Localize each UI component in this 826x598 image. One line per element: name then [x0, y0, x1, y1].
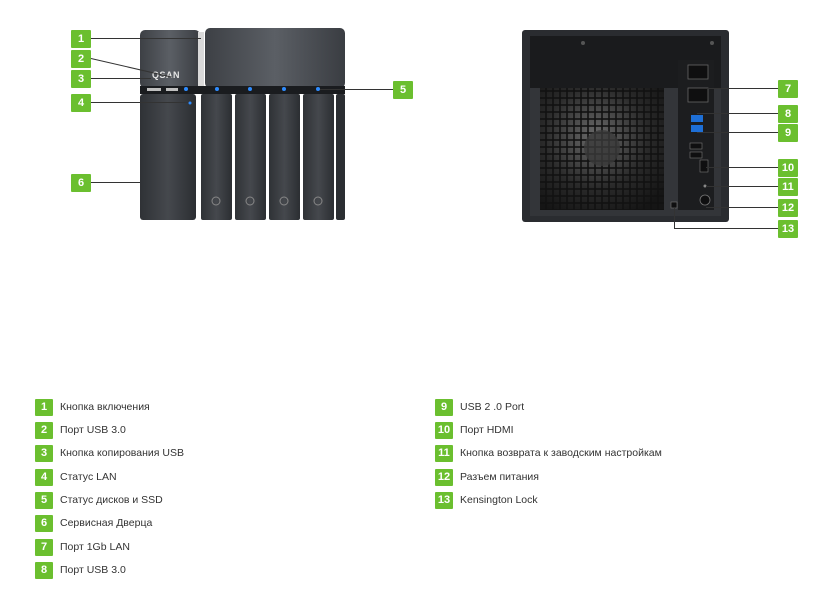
leader-line	[320, 89, 393, 90]
legend-badge: 2	[35, 421, 53, 439]
legend-badge: 4	[35, 468, 53, 486]
legend-item: 12 Разъем питания	[435, 468, 539, 486]
leader-line	[706, 186, 778, 187]
callout-3: 3	[71, 70, 91, 88]
callout-11: 11	[778, 178, 798, 196]
leader-line	[674, 228, 778, 229]
legend-item: 6 Сервисная Дверца	[35, 514, 152, 532]
legend-item: 8 Порт USB 3.0	[35, 561, 126, 579]
callout-13: 13	[778, 220, 798, 238]
legend-item: 9 USB 2 .0 Port	[435, 398, 524, 416]
callout-7: 7	[778, 80, 798, 98]
legend-label: Порт USB 3.0	[60, 424, 126, 436]
legend-label: USB 2 .0 Port	[460, 401, 525, 413]
leader-line	[697, 113, 778, 114]
legend-item: 2 Порт USB 3.0	[35, 421, 126, 439]
legend-badge: 8	[35, 561, 53, 579]
legend-label: Кнопка включения	[60, 401, 150, 413]
leader-line	[91, 182, 140, 183]
legend-item: 1 Кнопка включения	[35, 398, 150, 416]
legend-badge: 5	[35, 491, 53, 509]
callout-1: 1	[71, 30, 91, 48]
legend-label: Порт USB 3.0	[60, 564, 126, 576]
legend-badge: 7	[35, 538, 53, 556]
legend-label: Статус дисков и SSD	[60, 494, 163, 506]
callout-12: 12	[778, 199, 798, 217]
legend-item: 7 Порт 1Gb LAN	[35, 538, 130, 556]
legend-badge: 1	[35, 398, 53, 416]
legend-badge: 13	[435, 491, 453, 509]
legend-label: Разъем питания	[460, 471, 539, 483]
leader-line	[91, 102, 188, 103]
callout-4: 4	[71, 94, 91, 112]
legend-item: 5 Статус дисков и SSD	[35, 491, 163, 509]
legend-item: 3 Кнопка копирования USB	[35, 444, 184, 462]
legend-badge: 11	[435, 444, 453, 462]
legend-label: Порт HDMI	[460, 424, 514, 436]
legend-item: 10 Порт HDMI	[435, 421, 514, 439]
legend-badge: 10	[435, 421, 453, 439]
leader-line	[706, 88, 778, 89]
legend-item: 13 Kensington Lock	[435, 491, 538, 509]
legend-label: Kensington Lock	[460, 494, 538, 506]
legend-label: Порт 1Gb LAN	[60, 541, 130, 553]
legend-badge: 3	[35, 444, 53, 462]
leader-line	[706, 167, 778, 168]
callout-2: 2	[71, 50, 91, 68]
leader-line	[706, 207, 778, 208]
legend-label: Сервисная Дверца	[60, 517, 153, 529]
legend-label: Кнопка возврата к заводским настройкам	[460, 447, 662, 459]
legend-badge: 6	[35, 514, 53, 532]
callout-6: 6	[71, 174, 91, 192]
legend-label: Статус LAN	[60, 471, 117, 483]
legend-label: Кнопка копирования USB	[60, 447, 184, 459]
leader-line	[674, 208, 675, 228]
callout-9: 9	[778, 124, 798, 142]
leader-line	[91, 38, 201, 39]
legend-badge: 9	[435, 398, 453, 416]
leader-line	[91, 78, 151, 79]
callout-5: 5	[393, 81, 413, 99]
legend-badge: 12	[435, 468, 453, 486]
callout-10: 10	[778, 159, 798, 177]
legend-item: 4 Статус LAN	[35, 468, 117, 486]
legend-item: 11 Кнопка возврата к заводским настройка…	[435, 444, 662, 462]
callout-8: 8	[778, 105, 798, 123]
leader-line	[697, 132, 778, 133]
